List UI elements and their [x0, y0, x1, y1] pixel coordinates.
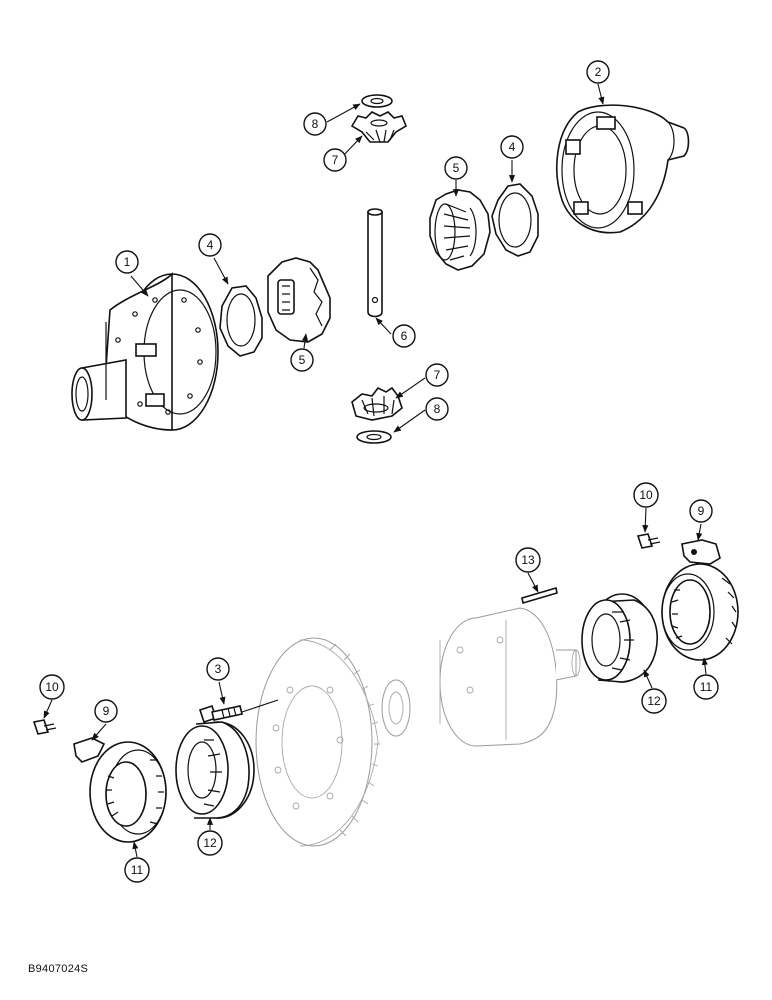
- screw-right: [636, 533, 661, 549]
- svg-text:8: 8: [312, 117, 319, 131]
- callout: 7: [425, 363, 449, 387]
- lock-plate-right: [681, 539, 721, 565]
- figure-id-label: B9407024S: [28, 963, 89, 975]
- callout: 8: [303, 112, 327, 136]
- thrust-washer-lower: [356, 430, 392, 444]
- adjuster-nut-left: [89, 741, 167, 843]
- svg-text:7: 7: [434, 368, 441, 382]
- svg-text:11: 11: [131, 863, 144, 877]
- callout: 6: [392, 324, 416, 348]
- cross-shaft-pin: [367, 208, 383, 318]
- callout: 12: [641, 688, 667, 714]
- svg-text:4: 4: [207, 238, 214, 252]
- ring-gear-bolt: [198, 704, 243, 724]
- differential-case-half: [556, 104, 690, 234]
- differential-case: [71, 272, 219, 431]
- callout: 11: [124, 857, 150, 883]
- svg-text:9: 9: [103, 704, 110, 718]
- callout: 4: [198, 233, 222, 257]
- callout: 13: [515, 547, 541, 573]
- callout: 3: [206, 657, 230, 681]
- svg-text:11: 11: [700, 680, 713, 694]
- svg-text:7: 7: [332, 153, 339, 167]
- callout: 9: [689, 499, 713, 523]
- svg-text:5: 5: [299, 353, 306, 367]
- svg-text:5: 5: [453, 161, 460, 175]
- assembled-differential: [439, 607, 581, 747]
- svg-text:9: 9: [698, 504, 705, 518]
- side-gear-upper: [429, 189, 491, 271]
- callout: 1: [115, 250, 139, 274]
- svg-text:10: 10: [639, 488, 653, 502]
- thrust-washer-plate-upper: [491, 183, 539, 257]
- faint-bushing: [381, 679, 411, 737]
- callout: 2: [586, 60, 610, 84]
- callout: 10: [39, 674, 65, 700]
- svg-text:8: 8: [434, 402, 441, 416]
- callout: 4: [500, 135, 524, 159]
- pinion-gear-top: [350, 111, 407, 143]
- thrust-washer-top: [361, 94, 393, 108]
- svg-text:10: 10: [45, 680, 59, 694]
- callout: 8: [425, 397, 449, 421]
- callout: 10: [633, 482, 659, 508]
- screw-left: [32, 719, 57, 735]
- svg-text:12: 12: [647, 694, 661, 708]
- bearing-left: [175, 721, 255, 819]
- roll-pin: [521, 586, 558, 605]
- callout: 9: [94, 699, 118, 723]
- svg-text:13: 13: [521, 553, 535, 567]
- svg-text:6: 6: [401, 329, 408, 343]
- callout: 7: [323, 148, 347, 172]
- pinion-gear-lower: [351, 386, 403, 421]
- callout: 5: [290, 348, 314, 372]
- callout: 12: [197, 830, 223, 856]
- svg-text:12: 12: [203, 836, 217, 850]
- ring-gear: [255, 637, 380, 847]
- adjuster-nut-right: [661, 563, 739, 661]
- svg-text:4: 4: [509, 140, 516, 154]
- thrust-washer-plate-left: [219, 285, 263, 357]
- callout: 5: [444, 156, 468, 180]
- bearing-right: [581, 593, 658, 683]
- callout: 11: [693, 674, 719, 700]
- svg-text:1: 1: [124, 255, 131, 269]
- svg-text:2: 2: [595, 65, 602, 79]
- svg-text:3: 3: [215, 662, 222, 676]
- side-gear-left: [267, 257, 331, 343]
